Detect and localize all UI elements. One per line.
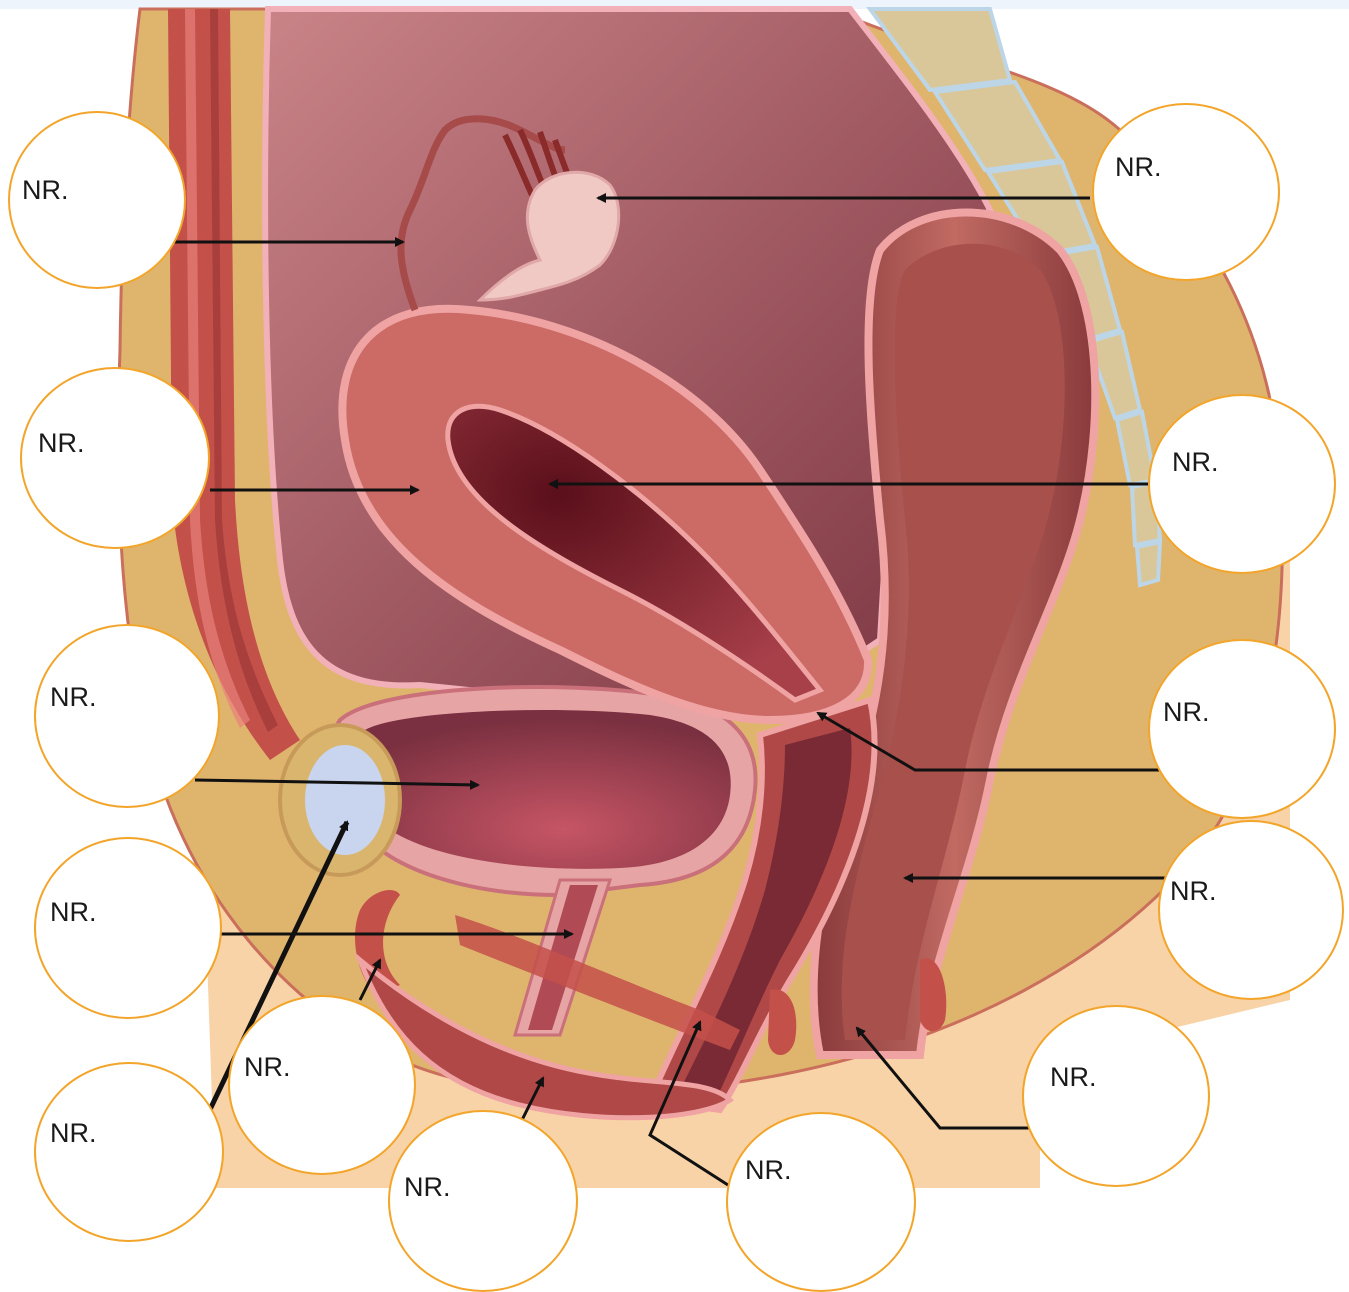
label-circle-uterine-cavity[interactable]: [1148, 394, 1336, 574]
label-text-fallopian-tube: NR.: [22, 175, 69, 206]
label-circle-clitoris[interactable]: [228, 995, 416, 1175]
label-circle-vagina[interactable]: [726, 1112, 916, 1292]
label-text-anus: NR.: [1050, 1062, 1097, 1093]
label-text-bladder: NR.: [50, 682, 97, 713]
label-text-pubic-bone: NR.: [50, 1118, 97, 1149]
label-circle-urethra[interactable]: [34, 837, 222, 1019]
label-circle-bladder[interactable]: [34, 624, 220, 808]
label-text-uterus-wall: NR.: [38, 428, 85, 459]
label-text-vagina: NR.: [745, 1155, 792, 1186]
label-circle-pubic-bone[interactable]: [34, 1062, 224, 1242]
label-circle-ovary[interactable]: [1092, 103, 1280, 281]
label-circle-cervix[interactable]: [1148, 639, 1336, 819]
label-text-ovary: NR.: [1115, 152, 1162, 183]
label-text-clitoris: NR.: [244, 1052, 291, 1083]
label-text-urethra: NR.: [50, 897, 97, 928]
label-text-labia: NR.: [404, 1172, 451, 1203]
label-circle-rectum[interactable]: [1158, 820, 1344, 1000]
label-text-rectum: NR.: [1170, 876, 1217, 907]
label-text-uterine-cavity: NR.: [1172, 447, 1219, 478]
label-circle-anus[interactable]: [1022, 1005, 1210, 1187]
label-text-cervix: NR.: [1163, 697, 1210, 728]
